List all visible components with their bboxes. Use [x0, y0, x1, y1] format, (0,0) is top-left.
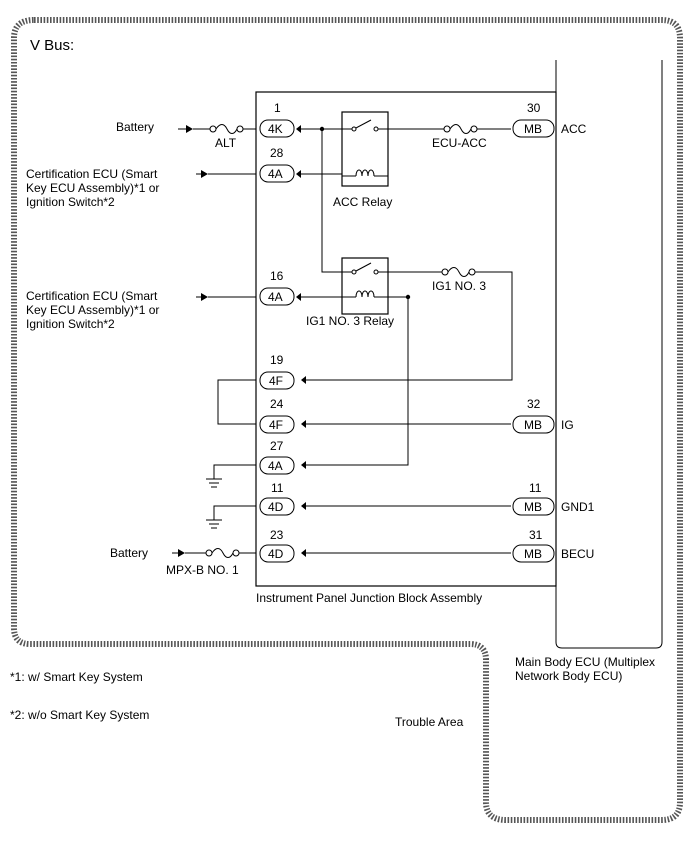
- footnote-1: *1: w/ Smart Key System: [10, 670, 143, 684]
- connector-4a-28-code: 4A: [268, 167, 283, 181]
- main-body-ecu-label-line2: Network Body ECU): [515, 669, 622, 683]
- ig1-no3-relay-coil-icon: [355, 290, 375, 298]
- signal-becu-label: BECU: [561, 547, 594, 561]
- connector-4f-24-code: 4F: [269, 418, 283, 432]
- mb-32-code: MB: [524, 418, 542, 432]
- mb-32-pin: 32: [527, 397, 541, 411]
- mb-11-pin: 11: [529, 481, 542, 495]
- battery-top-label: Battery: [116, 120, 154, 134]
- main-body-ecu-label-line1: Main Body ECU (Multiplex: [515, 655, 655, 669]
- cert-ecu-2-line3: Ignition Switch*2: [26, 317, 115, 331]
- cert-ecu-1-line1: Certification ECU (Smart: [26, 167, 158, 181]
- connector-mb-11: [512, 497, 555, 516]
- connector-4a-27: [259, 456, 295, 475]
- fuse-alt-icon: [215, 124, 238, 134]
- fuse-alt-label: ALT: [215, 136, 237, 150]
- connector-4a-28: [259, 164, 295, 183]
- main-body-ecu-outline: [555, 60, 663, 649]
- connector-4d-11-code: 4D: [268, 500, 284, 514]
- connector-4f-24-pin: 24: [270, 397, 284, 411]
- trouble-area-border: [11, 17, 683, 823]
- connector-4a-16: [259, 287, 295, 306]
- cert-ecu-2-line1: Certification ECU (Smart: [26, 289, 158, 303]
- connector-4d-11: [259, 497, 295, 516]
- ground-icon-2: [206, 519, 222, 529]
- mb-30-pin: 30: [527, 101, 541, 115]
- fuse-mpx-b-no1-label: MPX-B NO. 1: [166, 563, 239, 577]
- signal-acc-label: ACC: [561, 122, 587, 136]
- ground-icon-1: [206, 478, 222, 488]
- connector-4a-28-pin: 28: [270, 146, 284, 160]
- mb-11-code: MB: [524, 500, 542, 514]
- acc-relay-label: ACC Relay: [333, 195, 392, 209]
- connector-4a-16-pin: 16: [270, 269, 284, 283]
- cert-ecu-1-line2: Key ECU Assembly)*1 or: [26, 181, 159, 195]
- footnote-2: *2: w/o Smart Key System: [10, 708, 149, 722]
- signal-ig-label: IG: [561, 418, 574, 432]
- connector-4f-19: [259, 371, 295, 390]
- connector-4d-23-pin: 23: [270, 528, 284, 542]
- connector-mb-30: [512, 119, 555, 138]
- junction-block-label: Instrument Panel Junction Block Assembly: [256, 591, 482, 605]
- connector-4d-23: [259, 544, 295, 563]
- connector-4a-27-pin: 27: [270, 439, 284, 453]
- connector-4a-27-code: 4A: [268, 459, 283, 473]
- ig1-no3-relay-box: [341, 257, 389, 315]
- connector-4a-16-code: 4A: [268, 290, 283, 304]
- trouble-area-label: Trouble Area: [395, 715, 464, 729]
- acc-relay-box: [341, 111, 389, 187]
- battery-bottom-label: Battery: [110, 546, 148, 560]
- acc-relay-coil-icon: [355, 169, 375, 177]
- connector-4f-24: [259, 415, 295, 434]
- cert-ecu-2-line2: Key ECU Assembly)*1 or: [26, 303, 159, 317]
- fuse-mpx-b-no1-icon: [211, 548, 234, 558]
- connector-4f-19-code: 4F: [269, 374, 283, 388]
- fuse-ecu-acc-icon: [449, 124, 472, 134]
- connector-4k-code: 4K: [268, 122, 283, 136]
- fuse-ecu-acc-label: ECU-ACC: [432, 136, 487, 150]
- ig1-no3-relay-label: IG1 NO. 3 Relay: [306, 314, 394, 328]
- connector-mb-31: [512, 544, 555, 563]
- connector-mb-32: [512, 415, 555, 434]
- signal-gnd1-label: GND1: [561, 500, 595, 514]
- junction-block-box: [255, 91, 557, 587]
- diagram-title: V Bus:: [30, 37, 74, 54]
- mb-30-code: MB: [524, 122, 542, 136]
- connector-4d-23-code: 4D: [268, 547, 284, 561]
- mb-31-code: MB: [524, 547, 542, 561]
- connector-4k: [259, 119, 295, 138]
- connector-4k-pin: 1: [274, 101, 281, 115]
- cert-ecu-1-line3: Ignition Switch*2: [26, 195, 115, 209]
- connector-4d-11-pin: 11: [271, 481, 284, 495]
- fuse-ig1-no3-label: IG1 NO. 3: [432, 279, 486, 293]
- fuse-ig1-no3-icon: [447, 267, 470, 277]
- connector-4f-19-pin: 19: [270, 353, 284, 367]
- mb-31-pin: 31: [529, 528, 543, 542]
